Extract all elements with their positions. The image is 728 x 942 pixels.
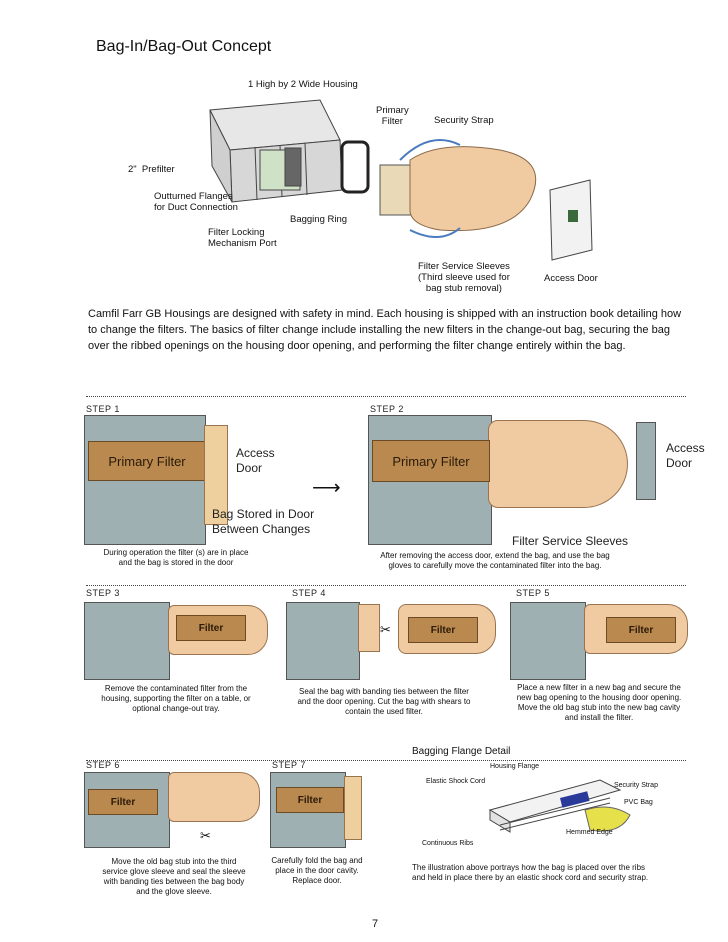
step-5-label: STEP 5 xyxy=(516,588,550,598)
access-door-label: Access Door xyxy=(544,273,598,284)
page-title: Bag-In/Bag-Out Concept xyxy=(96,38,272,55)
housing-label: 1 High by 2 Wide Housing xyxy=(248,79,358,90)
intro-paragraph: Camfil Farr GB Housings are designed wit… xyxy=(88,308,682,352)
primary-filter-label: Primary Filter xyxy=(376,105,409,127)
filter: Filter xyxy=(408,617,478,643)
housing-box xyxy=(286,602,360,680)
bagging-ring-label: Bagging Ring xyxy=(290,214,348,225)
step-4-label: STEP 4 xyxy=(292,588,326,598)
security-strap-label: Security Strap xyxy=(434,115,494,126)
security-strap-label: Security Strap xyxy=(614,782,658,789)
filter: Filter xyxy=(606,617,676,643)
pvc-bag-label: PVC Bag xyxy=(624,799,653,806)
bag-stored-label: Bag Stored in Door Between Changes xyxy=(212,507,315,536)
bag xyxy=(168,772,260,822)
housing-illustration xyxy=(209,99,593,261)
access-door-label: Access Door xyxy=(666,441,705,470)
shears-icon: ✂ xyxy=(380,622,391,637)
step-4-caption: Seal the bag with banding ties between t… xyxy=(297,687,471,716)
prefilter-label: 2" Prefilter xyxy=(128,164,175,175)
arrow-icon: ⟶ xyxy=(312,477,341,499)
filter: Filter xyxy=(276,787,344,813)
filter: Filter xyxy=(176,615,246,641)
step-3-label: STEP 3 xyxy=(86,588,120,598)
sleeves-label: Filter Service Sleeves xyxy=(512,534,629,548)
filter: Filter xyxy=(88,789,158,815)
step-7-label: STEP 7 xyxy=(272,760,306,770)
bag-stub xyxy=(358,604,380,652)
extended-bag xyxy=(488,420,628,508)
folded-bag xyxy=(344,776,362,840)
step-1-caption: During operation the filter (s) are in p… xyxy=(103,548,249,567)
flanges-label: Outturned Flanges for Duct Connection xyxy=(154,191,238,213)
divider xyxy=(86,585,686,586)
stored-bag xyxy=(204,425,228,525)
flange-caption: The illustration above portrays how the … xyxy=(412,863,649,882)
divider xyxy=(86,760,686,761)
access-door-label: Access Door xyxy=(236,446,275,475)
flange-detail-title: Bagging Flange Detail xyxy=(412,746,511,757)
primary-filter: Primary Filter xyxy=(372,440,490,482)
housing-box xyxy=(510,602,586,680)
access-door xyxy=(636,422,656,500)
ribs-label: Continuous Ribs xyxy=(422,840,474,847)
step-6-label: STEP 6 xyxy=(86,760,120,770)
housing-flange-label: Housing Flange xyxy=(490,763,540,770)
step-5-caption: Place a new filter in a new bag and secu… xyxy=(516,683,682,722)
housing-box xyxy=(84,602,170,680)
step-2-caption: After removing the access door, extend t… xyxy=(380,551,610,570)
step-3-caption: Remove the contaminated filter from the … xyxy=(101,684,251,713)
page-number: 7 xyxy=(372,918,379,930)
locking-label: Filter Locking Mechanism Port xyxy=(208,227,277,249)
hemmed-edge-label: Hemmed Edge xyxy=(566,829,613,836)
sleeves-label: Filter Service Sleeves (Third sleeve use… xyxy=(418,261,510,294)
step-1-label: STEP 1 xyxy=(86,404,120,414)
divider xyxy=(86,396,686,397)
flange-illustration xyxy=(470,770,640,850)
shock-cord-label: Elastic Shock Cord xyxy=(426,778,486,785)
step-7-caption: Carefully fold the bag and place in the … xyxy=(271,856,363,885)
primary-filter: Primary Filter xyxy=(88,441,206,481)
step-2-label: STEP 2 xyxy=(370,404,404,414)
shears-icon: ✂ xyxy=(200,828,211,843)
step-6-caption: Move the old bag stub into the third ser… xyxy=(102,857,246,896)
concept-diagram xyxy=(80,70,680,300)
